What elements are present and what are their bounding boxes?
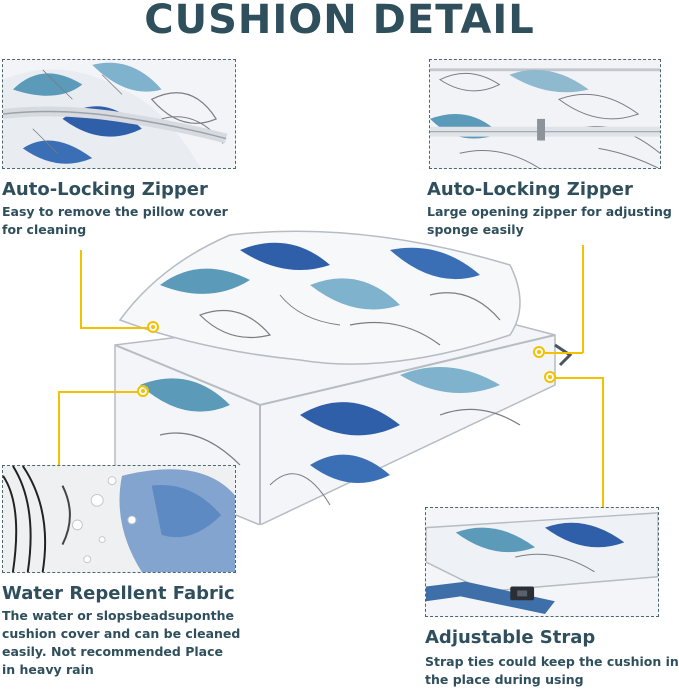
water-repellent-heading: Water Repellent Fabric <box>2 583 235 604</box>
seat-zipper-marker-icon <box>533 346 545 358</box>
zipper-pillow-description: Easy to remove the pillow cover for clea… <box>2 203 228 239</box>
pillow-zipper-marker-icon <box>147 321 159 333</box>
water-repellent-description: The water or slopsbeadsuponthe cushion c… <box>2 607 240 679</box>
description-line: easily. Not recommended Place <box>2 644 223 659</box>
zipper-pillow-heading: Auto-Locking Zipper <box>2 179 208 200</box>
adjustable-strap-description: Strap ties could keep the cushion in the… <box>425 653 679 689</box>
leader-line <box>602 377 604 507</box>
fabric-marker-icon <box>137 385 149 397</box>
leader-line <box>545 352 583 354</box>
description-line: Large opening zipper for adjusting <box>427 204 672 219</box>
description-line: The water or slopsbeadsuponthe <box>2 608 234 623</box>
zipper-pillow-detail-image <box>2 59 236 169</box>
zipper-seat-detail-image <box>429 59 661 169</box>
description-line: cushion cover and can be cleaned <box>2 626 241 641</box>
adjustable-strap-heading: Adjustable Strap <box>425 627 596 648</box>
leader-line <box>80 250 82 328</box>
leader-line <box>555 377 603 379</box>
water-repellent-fabric-image <box>2 465 236 573</box>
description-line: for cleaning <box>2 222 87 237</box>
page-title: CUSHION DETAIL <box>144 0 535 43</box>
strap-marker-icon <box>544 371 556 383</box>
description-line: Easy to remove the pillow cover <box>2 204 228 219</box>
description-line: the place during using <box>425 672 584 687</box>
description-line: Strap ties could keep the cushion in <box>425 654 679 669</box>
leader-line <box>58 391 60 465</box>
leader-line <box>582 245 584 353</box>
leader-line <box>58 391 138 393</box>
leader-line <box>80 327 150 329</box>
zipper-seat-description: Large opening zipper for adjusting spong… <box>427 203 672 239</box>
adjustable-strap-image <box>425 507 659 617</box>
description-line: sponge easily <box>427 222 524 237</box>
description-line: in heavy rain <box>2 662 94 677</box>
zipper-seat-heading: Auto-Locking Zipper <box>427 179 633 200</box>
